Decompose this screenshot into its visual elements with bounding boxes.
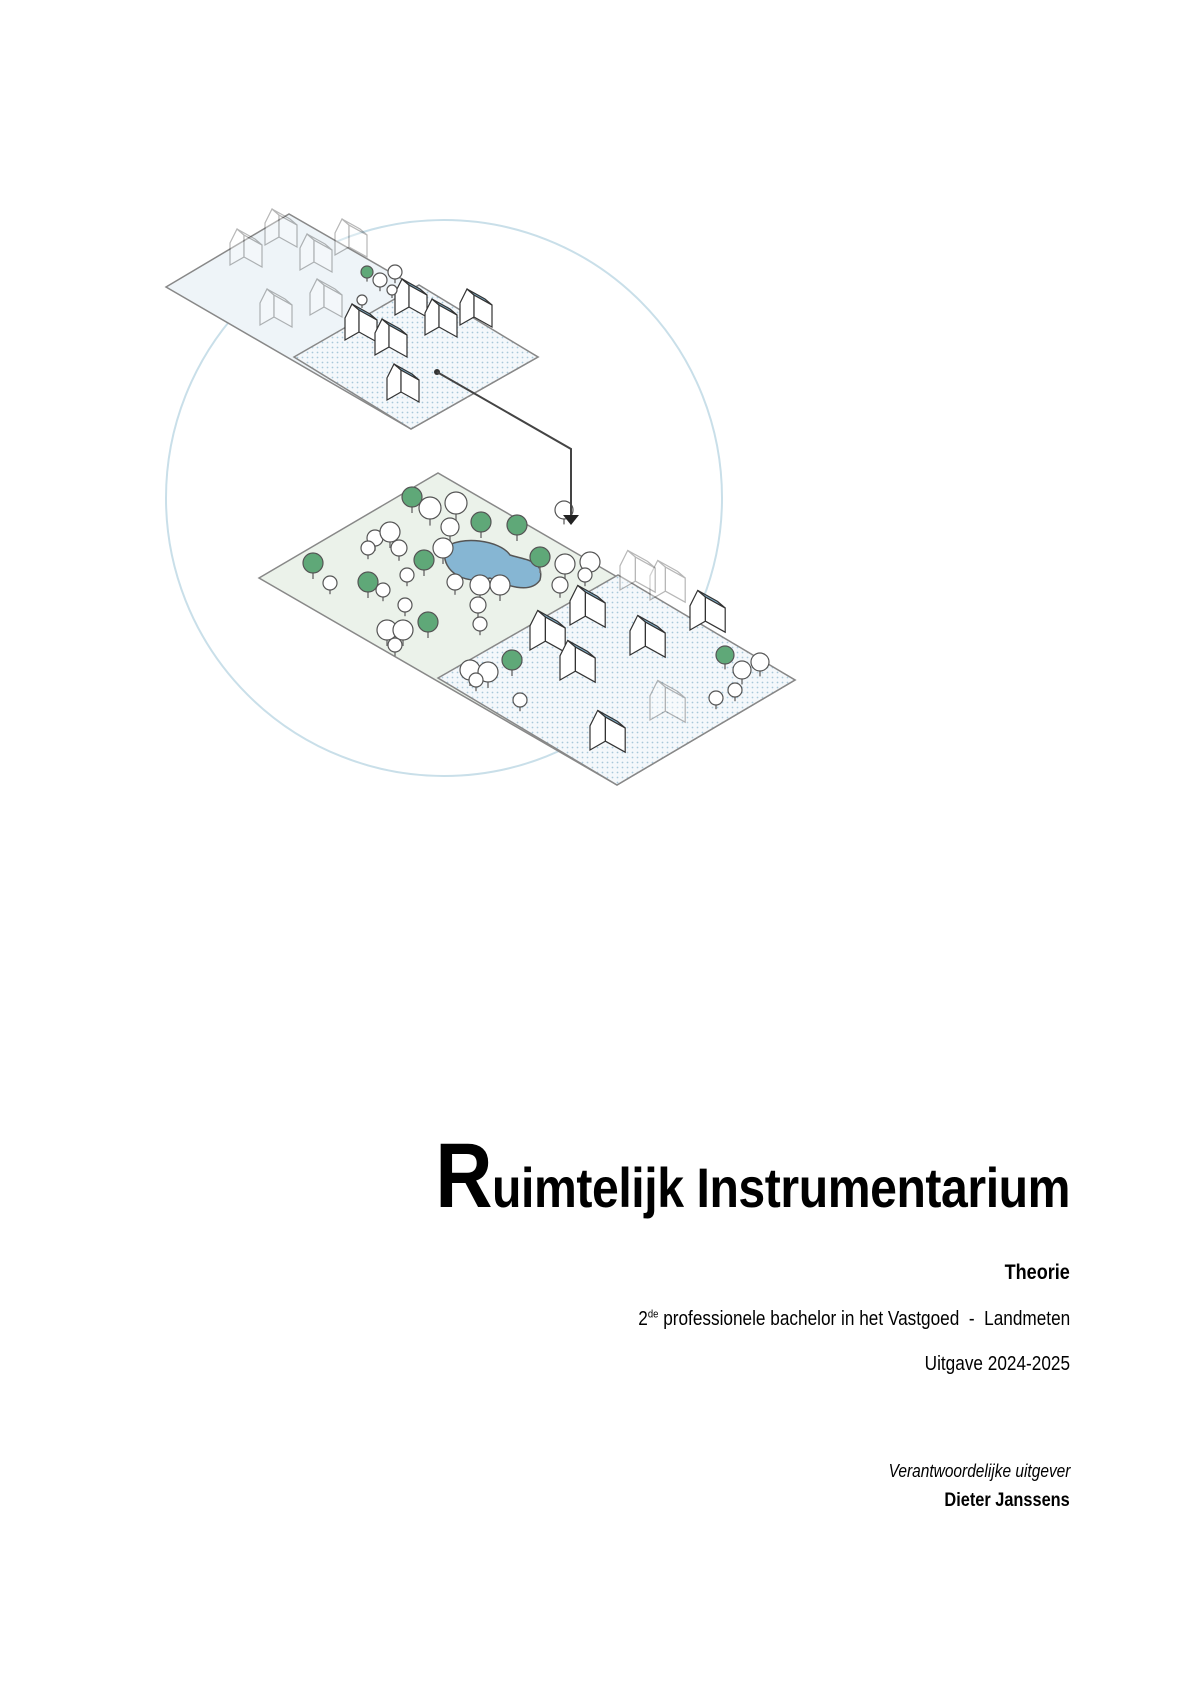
tree-icon <box>750 652 770 677</box>
program-line: 2de professionele bachelor in het Vastgo… <box>638 1308 1070 1331</box>
tree-icon <box>551 576 569 598</box>
tree-icon <box>554 553 576 580</box>
house-icon <box>649 559 686 604</box>
title-initial: R <box>435 1125 493 1227</box>
tree-icon <box>375 582 391 602</box>
program-number: 2 <box>638 1308 648 1330</box>
tree-icon <box>501 649 523 676</box>
tree-icon <box>401 486 423 513</box>
house-icon <box>309 278 343 319</box>
title-rest: uimtelijk Instrumentarium <box>492 1156 1070 1219</box>
tree-icon <box>512 692 528 712</box>
house-icon <box>619 549 656 594</box>
bottom-plate <box>257 472 797 786</box>
tree-icon <box>489 574 511 601</box>
house-icon <box>344 303 378 344</box>
house-icon <box>459 288 493 329</box>
tree-icon <box>577 567 593 587</box>
tree-icon <box>387 637 403 657</box>
house-icon <box>229 228 263 269</box>
program-text: professionele bachelor in het Vastgoed -… <box>658 1308 1070 1330</box>
tree-icon <box>446 573 464 595</box>
tree-icon <box>399 567 415 587</box>
tree-icon <box>356 294 368 308</box>
tree-icon <box>715 645 735 670</box>
document-title: Ruimtelijk Instrumentarium <box>435 1130 1070 1222</box>
tree-icon <box>506 514 528 541</box>
house-icon <box>386 363 420 404</box>
subtitle: Theorie <box>1004 1261 1070 1284</box>
publisher-label: Verantwoordelijke uitgever <box>888 1461 1070 1481</box>
house-icon <box>264 208 298 249</box>
tree-icon <box>390 539 408 561</box>
tree-icon <box>708 690 724 710</box>
tree-icon <box>372 272 388 292</box>
house-icon <box>689 589 726 634</box>
tree-icon <box>302 552 324 579</box>
publisher-name: Dieter Janssens <box>944 1490 1070 1511</box>
tree-icon <box>418 496 442 526</box>
tree-icon <box>727 682 743 702</box>
tree-icon <box>379 521 401 548</box>
tree-icon <box>357 571 379 598</box>
tree-icon <box>554 500 574 525</box>
tree-icon <box>468 672 484 692</box>
tree-icon <box>477 661 499 688</box>
house-icon <box>334 218 368 259</box>
tree-icon <box>470 511 492 538</box>
tree-icon <box>387 264 403 284</box>
tree-icon <box>529 546 551 573</box>
house-icon <box>529 609 566 654</box>
house-icon <box>559 639 596 684</box>
tree-icon <box>432 537 454 564</box>
tree-icon <box>397 597 413 617</box>
tree-icon <box>413 549 435 576</box>
tree-icon <box>472 616 488 636</box>
cover-illustration <box>164 208 797 786</box>
pond <box>443 539 542 589</box>
tree-icon <box>444 491 468 521</box>
tree-icon <box>322 575 338 595</box>
house-icon <box>629 614 666 659</box>
tree-icon <box>360 540 376 560</box>
tree-icon <box>469 596 487 618</box>
tree-icon <box>386 284 398 298</box>
house-icon <box>374 318 408 359</box>
house-icon <box>259 288 293 329</box>
edition: Uitgave 2024-2025 <box>924 1353 1070 1375</box>
tree-icon <box>392 619 414 646</box>
program-ordinal: de <box>647 1308 659 1321</box>
tree-icon <box>360 265 374 282</box>
background-circle <box>165 219 723 777</box>
tree-icon <box>732 660 752 685</box>
house-icon <box>394 278 428 319</box>
house-icon <box>299 233 333 274</box>
house-icon <box>649 679 686 724</box>
arrow <box>434 369 579 525</box>
house-icon <box>569 584 606 629</box>
house-icon <box>589 709 626 754</box>
tree-icon <box>417 611 439 638</box>
house-icon <box>424 298 458 339</box>
tree-icon <box>440 517 460 542</box>
